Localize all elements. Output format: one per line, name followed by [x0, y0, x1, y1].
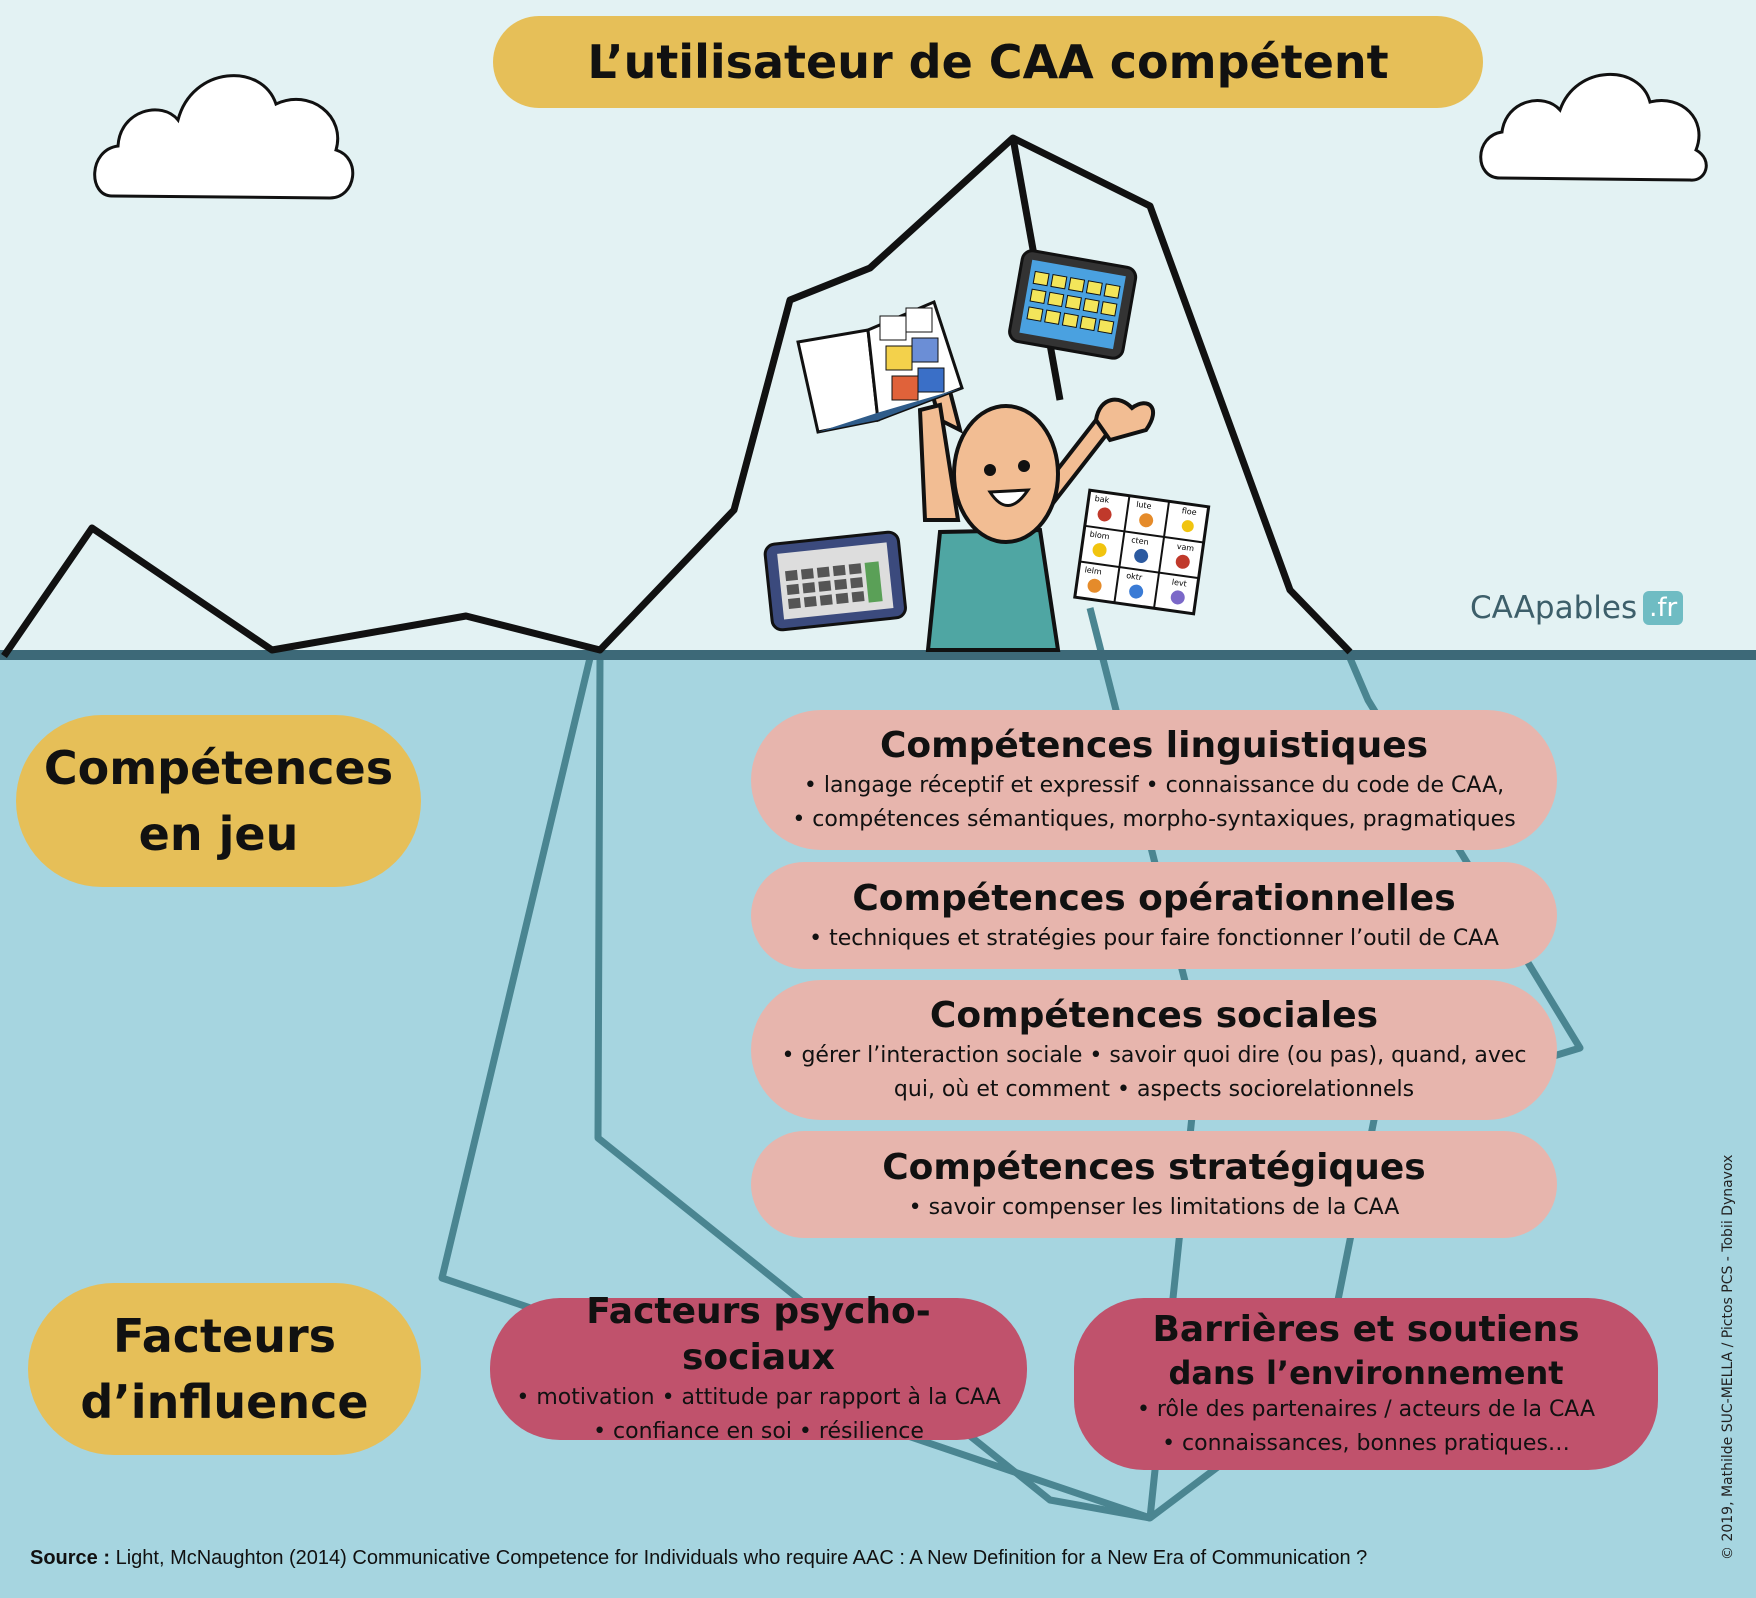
skill-detail: • techniques et stratégies pour faire fo… [809, 925, 1499, 951]
picto-label: vam [1176, 542, 1195, 553]
side-label-line: d’influence [80, 1375, 369, 1429]
communication-book-icon [796, 299, 964, 434]
logo-badge: .fr [1643, 591, 1684, 625]
source-label: Source : [30, 1547, 111, 1569]
factor-detail: • connaissances, bonnes pratiques… [1162, 1431, 1570, 1456]
skill-detail: • compétences sémantiques, morpho-syntax… [792, 807, 1516, 832]
skill-title: Compétences stratégiques [882, 1146, 1426, 1188]
person-icon [917, 369, 1156, 652]
skill-title: Compétences linguistiques [879, 725, 1429, 766]
picto-label: oktr [1126, 571, 1144, 582]
facteurs-influence-label: Facteurs d’influence [28, 1283, 421, 1455]
skill-detail: • langage réceptif et expressif • connai… [803, 773, 1505, 798]
factor-title: Facteurs psycho-sociaux [586, 1291, 931, 1378]
side-label-line: Facteurs [112, 1309, 337, 1363]
factor-detail: • rôle des partenaires / acteurs de la C… [1136, 1397, 1596, 1422]
side-label-line: en jeu [138, 807, 299, 861]
picto-label: lute [1136, 500, 1153, 511]
logo-text: CAApables [1470, 590, 1638, 626]
factor-environment: Barrières et soutiens dans l’environneme… [1074, 1298, 1658, 1470]
picto-label: cten [1131, 535, 1150, 546]
title-banner: L’utilisateur de CAA compétent [493, 16, 1483, 108]
skill-title: Compétences opérationnelles [852, 877, 1456, 919]
factor-psychosocial: Facteurs psycho-sociaux • motivation • a… [490, 1291, 1027, 1444]
skill-detail: qui, où et comment • aspects sociorelati… [893, 1077, 1415, 1102]
picto-label: blom [1089, 530, 1110, 542]
cloud-right-icon [1479, 72, 1708, 182]
factor-detail: • motivation • attitude par rapport à la… [516, 1385, 1001, 1410]
picto-label: lelm [1084, 565, 1102, 576]
skill-strategic: Compétences stratégiques • savoir compen… [751, 1131, 1557, 1238]
tablet-device-icon [1008, 249, 1138, 360]
factor-title: dans l’environnement [1168, 1354, 1564, 1392]
page-title: L’utilisateur de CAA compétent [587, 35, 1389, 89]
picto-label: bak [1094, 494, 1110, 505]
skill-linguistic: Compétences linguistiques • langage réce… [751, 710, 1557, 850]
picto-label: floe [1181, 506, 1197, 517]
skill-detail: • savoir compenser les limitations de la… [908, 1194, 1400, 1220]
cloud-left-icon [93, 74, 355, 200]
pictogram-board-icon: bak lute floe blom cten vam lelm oktr le… [1073, 488, 1211, 616]
source-citation: Source : Light, McNaughton (2014) Commun… [30, 1547, 1367, 1570]
skill-operational: Compétences opérationnelles • techniques… [751, 862, 1557, 969]
skill-social: Compétences sociales • gérer l’interacti… [751, 980, 1557, 1120]
speech-device-icon [763, 530, 907, 632]
skill-title: Compétences sociales [929, 995, 1379, 1036]
side-label-line: Compétences [43, 741, 394, 795]
factor-title: Barrières et soutiens [1152, 1309, 1580, 1350]
source-text: Light, McNaughton (2014) Communicative C… [110, 1547, 1368, 1569]
copyright-notice: © 2019, Mathilde SUC-MELLA / Pictos PCS … [1720, 1154, 1736, 1560]
caapables-logo: CAApables .fr [1470, 590, 1684, 626]
skill-detail: • gérer l’interaction sociale • savoir q… [781, 1043, 1527, 1068]
competences-en-jeu-label: Compétences en jeu [16, 715, 421, 887]
water-line [0, 650, 1756, 660]
picto-label: levt [1171, 578, 1187, 589]
factor-detail: • confiance en soi • résilience [593, 1419, 924, 1444]
